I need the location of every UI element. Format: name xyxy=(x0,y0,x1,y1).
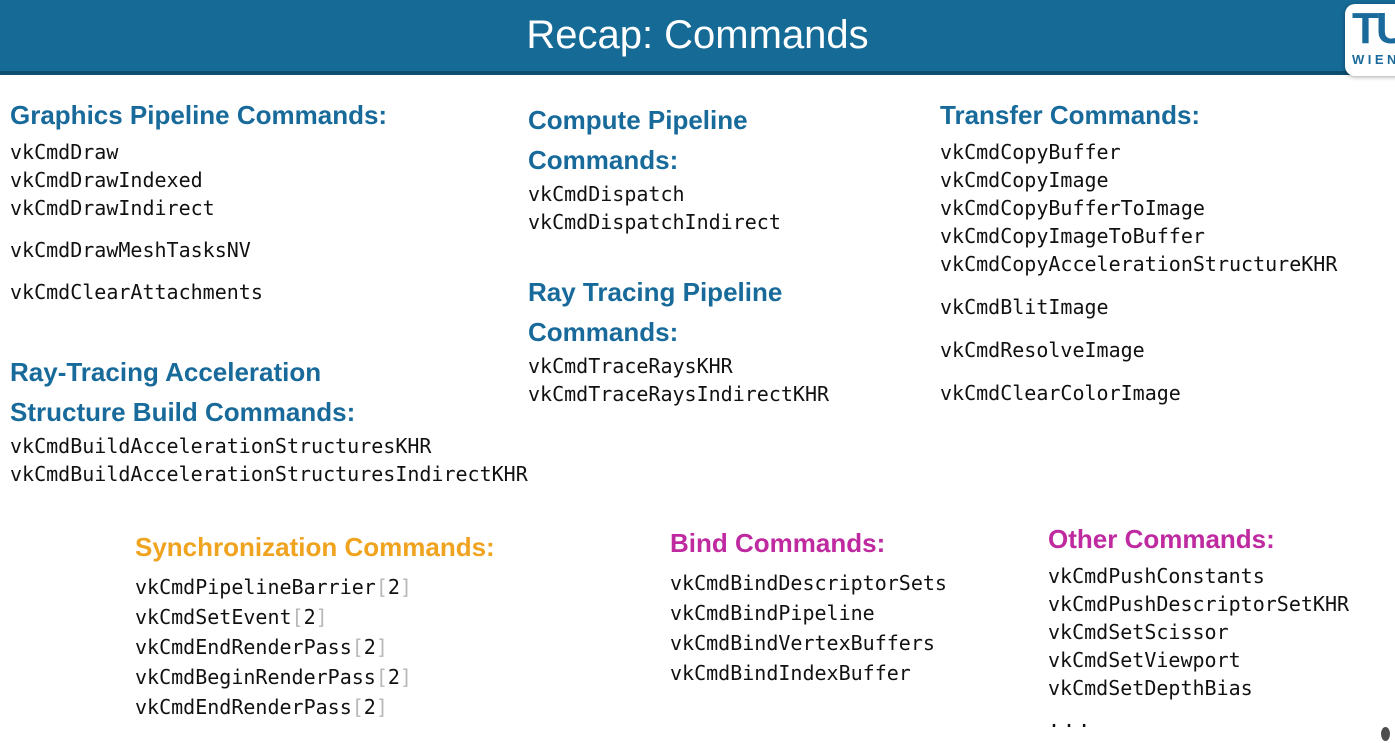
command-line: vkCmdDraw xyxy=(10,140,119,164)
section-heading-line2: Commands: xyxy=(528,317,679,347)
section-heading-line1: Compute Pipeline xyxy=(528,105,748,135)
command-line: vkCmdCopyAccelerationStructureKHR xyxy=(940,252,1338,276)
command-name: vkCmdEndRenderPass xyxy=(135,635,352,659)
command-line: vkCmdPipelineBarrier[2] xyxy=(135,572,495,602)
command-line: vkCmdSetViewport xyxy=(1048,648,1241,672)
section-heading: Other Commands: xyxy=(1048,524,1275,554)
command-line: vkCmdDrawIndirect xyxy=(10,196,215,220)
bracket-close: ] xyxy=(399,665,412,689)
command-line: vkCmdClearColorImage xyxy=(940,381,1181,405)
command-line: vkCmdDrawIndexed xyxy=(10,168,203,192)
command-name: vkCmdBeginRenderPass xyxy=(135,665,376,689)
command-line: vkCmdCopyImageToBuffer xyxy=(940,224,1205,248)
bracket-open: [ xyxy=(375,665,388,689)
command-line: vkCmdTraceRaysIndirectKHR xyxy=(528,382,830,406)
command-line: vkCmdBuildAccelerationStructuresKHR xyxy=(10,434,432,458)
version-2: 2 xyxy=(303,605,316,629)
spacer xyxy=(940,364,1337,379)
command-line: vkCmdBlitImage xyxy=(940,295,1109,319)
slide-header-bar: Recap: Commands xyxy=(0,0,1395,75)
version-2: 2 xyxy=(363,635,376,659)
bracket-close: ] xyxy=(315,605,328,629)
tu-wien-logo-wien-text: WIEN xyxy=(1352,52,1395,67)
bracket-open: [ xyxy=(291,605,304,629)
command-name: vkCmdSetEvent xyxy=(135,605,292,629)
bracket-open: [ xyxy=(375,575,388,599)
spacer xyxy=(940,321,1337,336)
command-line: vkCmdSetEvent[2] xyxy=(135,602,495,632)
version-2: 2 xyxy=(387,665,400,689)
bracket-open: [ xyxy=(351,635,364,659)
section-heading: Synchronization Commands: xyxy=(135,532,495,562)
pointer-dot xyxy=(1381,727,1390,741)
spacer xyxy=(10,264,387,278)
command-name: vkCmdEndRenderPass xyxy=(135,695,352,719)
command-line: vkCmdBuildAccelerationStructuresIndirect… xyxy=(10,462,528,486)
command-line: vkCmdEndRenderPass[2] xyxy=(135,632,495,662)
command-line: vkCmdBindIndexBuffer xyxy=(670,661,911,685)
command-line: vkCmdDispatch xyxy=(528,182,685,206)
slide-title: Recap: Commands xyxy=(526,13,869,57)
section-rt-accel-build-commands: Ray-Tracing Acceleration Structure Build… xyxy=(10,352,528,488)
section-other-commands: Other Commands: vkCmdPushConstants vkCmd… xyxy=(1048,524,1349,734)
section-ray-tracing-pipeline-commands: Ray Tracing Pipeline Commands: vkCmdTrac… xyxy=(528,272,829,408)
section-heading-line2: Structure Build Commands: xyxy=(10,397,356,427)
bracket-close: ] xyxy=(375,635,388,659)
command-name: vkCmdPipelineBarrier xyxy=(135,575,376,599)
section-heading-line1: Ray-Tracing Acceleration xyxy=(10,357,322,387)
command-line: vkCmdBindVertexBuffers xyxy=(670,631,935,655)
bracket-open: [ xyxy=(351,695,364,719)
section-heading: Transfer Commands: xyxy=(940,100,1201,130)
command-line: vkCmdBindDescriptorSets xyxy=(670,571,947,595)
tu-wien-logo: TU WIEN xyxy=(1345,4,1395,76)
command-line: vkCmdSetDepthBias xyxy=(1048,676,1253,700)
command-line: vkCmdEndRenderPass[2] xyxy=(135,692,495,722)
spacer xyxy=(940,278,1337,293)
command-line: vkCmdPushConstants xyxy=(1048,564,1265,588)
command-line: vkCmdPushDescriptorSetKHR xyxy=(1048,592,1350,616)
command-line: vkCmdCopyImage xyxy=(940,168,1109,192)
spacer xyxy=(10,222,387,236)
version-2: 2 xyxy=(387,575,400,599)
command-line: vkCmdSetScissor xyxy=(1048,620,1229,644)
command-line: vkCmdClearAttachments xyxy=(10,280,263,304)
bracket-close: ] xyxy=(375,695,388,719)
tu-wien-logo-tu-text: TU xyxy=(1352,4,1395,53)
command-line: vkCmdTraceRaysKHR xyxy=(528,354,733,378)
section-synchronization-commands: Synchronization Commands: vkCmdPipelineB… xyxy=(135,532,495,722)
section-transfer-commands: Transfer Commands: vkCmdCopyBuffer vkCmd… xyxy=(940,100,1337,407)
command-line: vkCmdDrawMeshTasksNV xyxy=(10,238,251,262)
command-line: vkCmdDispatchIndirect xyxy=(528,210,781,234)
command-line: vkCmdCopyBufferToImage xyxy=(940,196,1205,220)
section-graphics-pipeline-commands: Graphics Pipeline Commands: vkCmdDraw vk… xyxy=(10,100,387,306)
version-2: 2 xyxy=(363,695,376,719)
section-heading-line1: Ray Tracing Pipeline xyxy=(528,277,783,307)
section-bind-commands: Bind Commands: vkCmdBindDescriptorSets v… xyxy=(670,528,947,688)
command-line: vkCmdBeginRenderPass[2] xyxy=(135,662,495,692)
ellipsis: ... xyxy=(1048,708,1094,732)
bracket-close: ] xyxy=(399,575,412,599)
command-line: vkCmdCopyBuffer xyxy=(940,140,1121,164)
command-line: vkCmdResolveImage xyxy=(940,338,1145,362)
section-heading: Graphics Pipeline Commands: xyxy=(10,100,388,130)
section-heading: Bind Commands: xyxy=(670,528,886,558)
section-heading-line2: Commands: xyxy=(528,145,679,175)
command-line: vkCmdBindPipeline xyxy=(670,601,875,625)
section-compute-pipeline-commands: Compute Pipeline Commands: vkCmdDispatch… xyxy=(528,100,781,236)
